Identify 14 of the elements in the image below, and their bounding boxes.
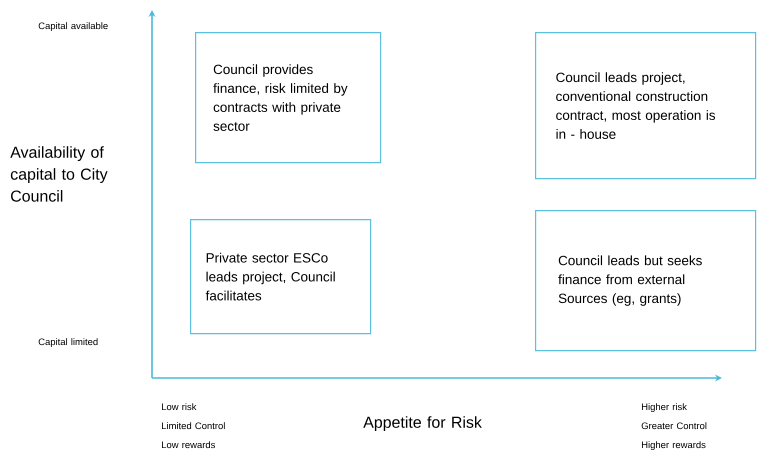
text-box: Private sector ESCo leads project, Council facilitates — [190, 219, 372, 334]
text-box: Council leads project, conventional construction contract, most operation is in - house — [535, 32, 756, 180]
axis-label: Limited Control — [162, 422, 225, 430]
axis-label: Higher rewards — [642, 441, 706, 450]
text-box: Council provides finance, risk limited by contracts with private sector — [195, 32, 382, 164]
axis-label: Capital available — [38, 22, 108, 32]
axis-label: Appetite for Risk — [363, 416, 482, 432]
text-box: Council leads but seeks finance from external Sources (eg, grants) — [535, 210, 756, 352]
axis-label: Availability of capital to City Council — [10, 146, 108, 202]
axis-label: Low rewards — [162, 441, 216, 448]
axis-label: Low risk — [162, 403, 196, 410]
axis-label: Higher risk — [642, 403, 687, 412]
axis-label: Greater Control — [642, 422, 706, 430]
axis-label: Capital limited — [38, 338, 98, 348]
